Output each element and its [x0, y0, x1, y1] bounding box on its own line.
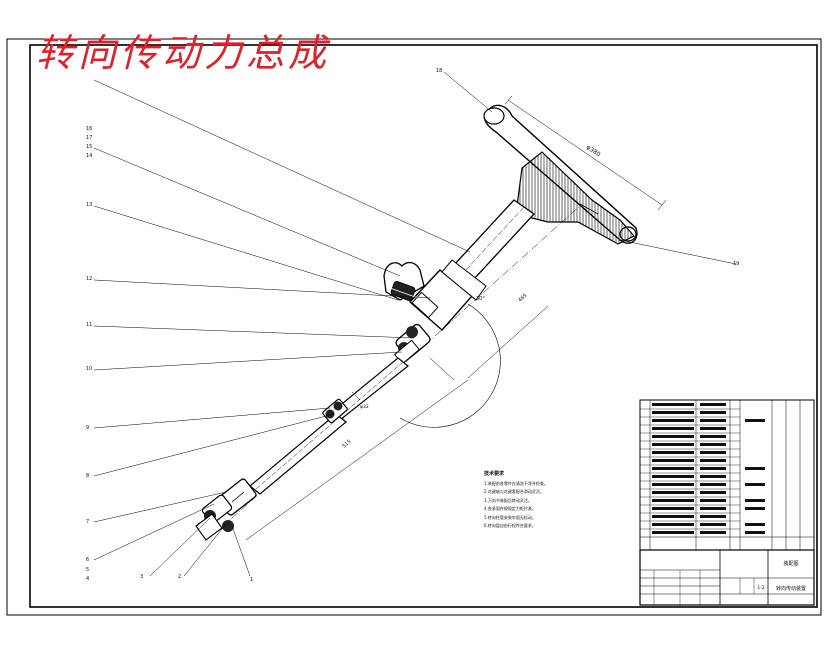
item-number: 8: [86, 473, 90, 479]
title-block: [639, 549, 815, 606]
steering-wheel: [483, 104, 638, 245]
upper-universal-joint: [394, 323, 431, 365]
column-bracket: [408, 259, 487, 331]
dimension-text: 30°: [476, 296, 485, 302]
item-number: 19: [733, 261, 740, 267]
item-number: 4: [86, 576, 90, 582]
technical-requirements: 技术要求 1.装配前各零件应清洗干净并检查。 2.花键轴与花键套配合滑动灵活。 …: [484, 470, 604, 531]
notes-heading: 技术要求: [484, 471, 505, 477]
item-number: 1: [250, 577, 254, 583]
angle-arc: [399, 303, 501, 428]
item-number: 18: [436, 68, 443, 74]
note-item: 4.各紧固件按规定力矩拧紧。: [484, 506, 536, 511]
item-number: 16: [86, 126, 93, 132]
item-number: 6: [86, 557, 90, 563]
title-block-name: 转向传动装置: [776, 585, 806, 592]
note-item: 5.转向柱管安装牢固无松动。: [484, 514, 536, 520]
item-number: 7: [86, 519, 90, 525]
item-number: 10: [86, 366, 93, 372]
item-number: 9: [86, 425, 90, 431]
item-number: 3: [140, 574, 144, 580]
item-number: 17: [86, 135, 93, 141]
leader-lines: [93, 71, 737, 577]
item-number: 12: [86, 276, 93, 282]
lower-universal-joint: [195, 478, 257, 541]
note-item: 1.装配前各零件应清洗干净并检查。: [484, 480, 548, 486]
note-item: 2.花键轴与花键套配合滑动灵活。: [484, 489, 544, 494]
item-number: 5: [86, 567, 90, 573]
dimension-text: 465: [517, 293, 528, 304]
drawing-title: 转向传动力总成: [36, 31, 331, 75]
item-number: 11: [86, 322, 93, 328]
note-item: 3.万向节装配后转动灵活。: [484, 497, 532, 503]
dimension-text: 515: [341, 439, 352, 450]
parts-list-marks: [652, 403, 765, 534]
title-block-scale: 1:2: [757, 585, 764, 591]
dimension-column-length: 465 515: [245, 293, 549, 541]
item-number: 15: [86, 144, 93, 150]
upper-clamp: [383, 261, 425, 301]
item-number: 14: [86, 153, 93, 159]
intermediate-shaft: [249, 357, 409, 495]
spline-joint: [322, 398, 348, 424]
inner-frame: [29, 44, 818, 608]
item-number: 13: [86, 202, 93, 208]
dimension-text: φ380: [585, 144, 602, 159]
outer-frame: [6, 38, 822, 616]
item-number: 2: [178, 574, 182, 580]
note-item: 6.转向盘自由行程符合要求。: [484, 523, 536, 528]
dimension-text: φ32: [360, 404, 369, 410]
title-block-sheet: 装配图: [783, 560, 798, 567]
